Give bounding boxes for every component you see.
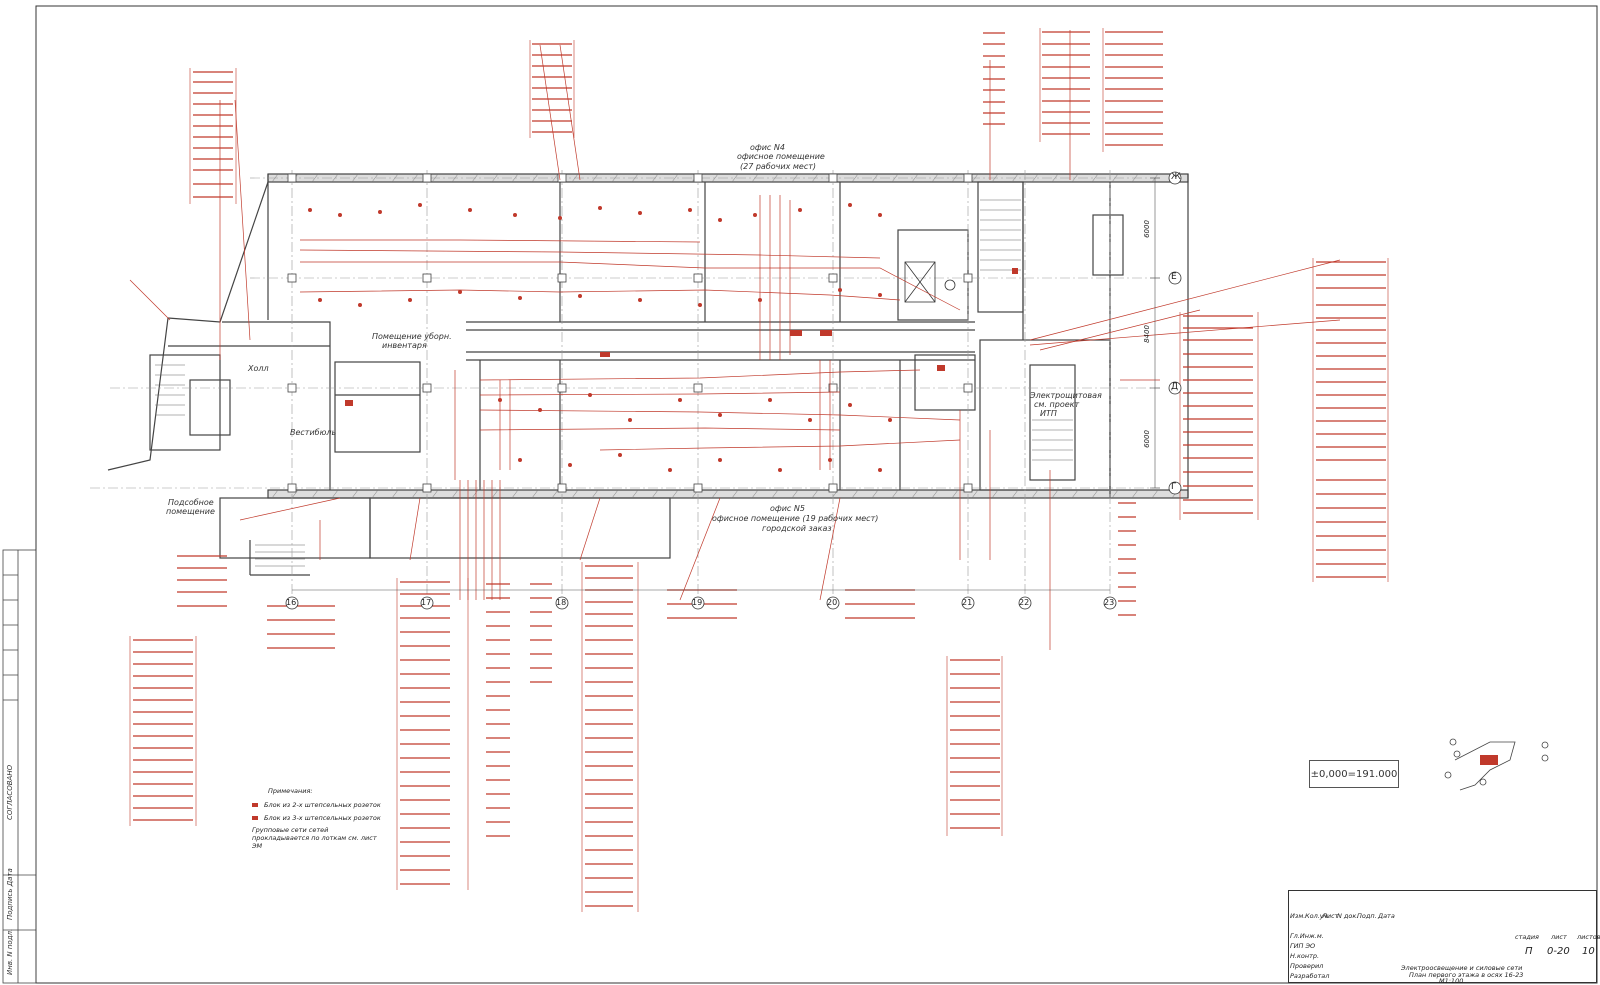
room-office4-name: офис N4	[750, 143, 785, 152]
room-office4-type: офисное помещение	[737, 152, 825, 161]
tb-drawing-title-3: М1:100	[1439, 977, 1464, 985]
title-block: Изм. Кол.уч. Лист N док. Подп. Дата Гл.И…	[1288, 890, 1600, 985]
tb-header-list: Лист	[1322, 912, 1339, 920]
room-toilet-sub: инвентаря	[382, 341, 427, 350]
axis-label-col-18: 18	[556, 598, 567, 607]
tb-header-date: Дата	[1378, 912, 1395, 920]
legend-item-trays: Групповые сети сетей прокладывается по л…	[252, 826, 377, 850]
axis-label-col-16: 16	[286, 598, 297, 607]
axis-label-col-21: 21	[962, 598, 973, 607]
axis-row-e	[1168, 271, 1182, 285]
level-mark: ±0,000=191.000	[1309, 760, 1399, 788]
axis-col-16	[285, 596, 299, 610]
tb-header-izm: Изм.	[1290, 912, 1306, 920]
axis-col-23	[1103, 596, 1117, 610]
tb-stage-label: стадия	[1515, 933, 1539, 941]
tb-header-ndok: N док.	[1337, 912, 1359, 920]
side-stamp-signature: Подпись Дата	[6, 868, 14, 920]
axis-col-19	[691, 596, 705, 610]
dimension-6000-top: 6000	[1142, 220, 1151, 238]
room-toilet-name: Помещение уборн.	[372, 332, 452, 341]
legend-item-3-socket: Блок из 3-х штепсельных розеток	[264, 814, 381, 822]
axis-col-18	[555, 596, 569, 610]
tb-drawing-title-1: Электроосвещение и силовые сети	[1401, 964, 1523, 972]
room-office4-seats: (27 рабочих мест)	[740, 162, 816, 171]
axis-label-col-20: 20	[827, 598, 838, 607]
sheet-frame	[35, 5, 1598, 984]
tb-role-chief-eng: Гл.Инж.м.	[1290, 932, 1324, 940]
room-basement-sub: помещение	[166, 507, 215, 516]
dimension-8400: 8400	[1142, 325, 1151, 343]
legend-item-2-socket: Блок из 2-х штепсельных розеток	[264, 801, 381, 809]
tb-sheet-value: 0-20	[1547, 946, 1570, 957]
stair-hatching	[155, 199, 1073, 567]
side-stamp-frame	[2, 549, 37, 984]
room-electrical-name: Электрощитовая	[1030, 391, 1102, 400]
building-walls	[107, 173, 1189, 576]
room-office5-purpose: городской заказ	[762, 524, 832, 533]
dimension-6000-bottom: 6000	[1142, 430, 1151, 448]
electrical-devices	[308, 203, 1018, 472]
axis-label-col-17: 17	[421, 598, 432, 607]
tb-sheets-value: 10	[1582, 946, 1595, 957]
room-basement-name: Подсобное	[168, 498, 214, 507]
axis-label-col-22: 22	[1019, 598, 1030, 607]
axis-bubbles	[285, 171, 1182, 610]
axis-row-d	[1168, 381, 1182, 395]
axis-row-zh	[1168, 171, 1182, 185]
axis-grid-lines	[90, 170, 1160, 595]
side-stamp-inv: Инв. N подл.	[6, 928, 14, 975]
axis-col-22	[1018, 596, 1032, 610]
tb-role-designed: Разработал	[1290, 972, 1330, 980]
tb-role-ncontrol: Н.контр.	[1290, 952, 1320, 960]
tb-header-kol: Кол.уч.	[1305, 912, 1330, 920]
tb-sheets-label: листов	[1577, 933, 1600, 941]
room-electrical-itp: ИТП	[1040, 409, 1057, 418]
axis-label-col-19: 19	[692, 598, 703, 607]
legend-symbols	[252, 803, 258, 820]
dimension-lines	[292, 177, 1160, 591]
structural-columns	[287, 173, 973, 493]
room-hall: Холл	[248, 364, 269, 373]
axis-label-row-zh: Ж	[1171, 172, 1181, 182]
side-stamp-agreed: СОГЛАСОВАНО	[6, 764, 14, 820]
axis-col-20	[826, 596, 840, 610]
list-frames	[129, 28, 1389, 912]
tb-role-gip: ГИП ЭО	[1290, 942, 1316, 950]
tb-header-podp: Подп.	[1357, 912, 1377, 920]
room-vestibule: Вестибюль	[290, 428, 337, 437]
tb-drawing-title-2: План первого этажа в осях 16-23	[1409, 971, 1524, 979]
key-plan	[1444, 738, 1549, 791]
room-office5-type: офисное помещение (19 рабочих мест)	[712, 514, 879, 523]
axis-label-row-d: Д	[1171, 382, 1179, 392]
room-electrical-ref: см. проект	[1034, 400, 1080, 409]
cable-label-lists	[133, 31, 1386, 907]
tb-sheet-label: лист	[1551, 933, 1567, 941]
tb-role-checked: Проверил	[1290, 962, 1324, 970]
tb-stage-value: П	[1525, 946, 1533, 957]
axis-row-g	[1168, 481, 1182, 495]
axis-col-17	[420, 596, 434, 610]
axis-label-row-e: Е	[1171, 272, 1177, 282]
legend-title: Примечания:	[268, 787, 313, 795]
axis-label-col-23: 23	[1104, 598, 1115, 607]
cable-routes	[129, 30, 1341, 650]
elevator-symbol	[904, 261, 956, 303]
room-office5-name: офис N5	[770, 504, 805, 513]
axis-col-21	[961, 596, 975, 610]
axis-label-row-g: Г	[1171, 482, 1177, 492]
